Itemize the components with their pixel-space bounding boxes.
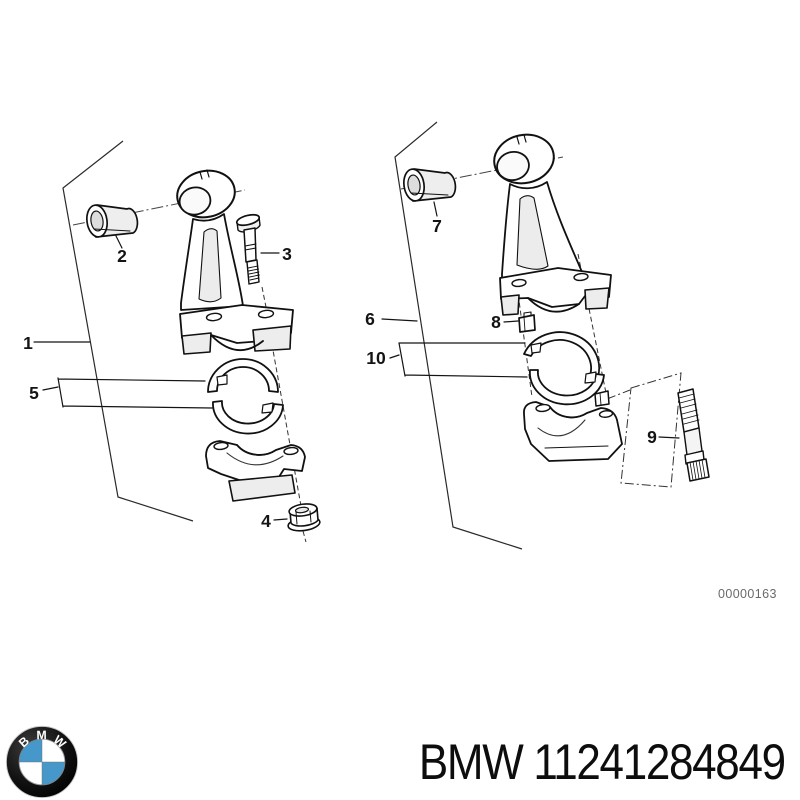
panel-frames xyxy=(62,121,523,550)
bearing-cap-left xyxy=(205,440,306,502)
callout-7: 7 xyxy=(432,216,442,236)
connecting-rod-right xyxy=(493,133,612,316)
callout-2-leader xyxy=(115,235,123,249)
callout-8-leader xyxy=(503,320,519,323)
callout-5: 5 xyxy=(29,383,39,403)
bolt-9-dashdot-box xyxy=(606,372,682,488)
callout-6: 6 xyxy=(365,309,375,329)
logo-letter-m: M xyxy=(36,728,47,742)
callout-7-leader xyxy=(433,201,438,217)
pin-bushing-part-7 xyxy=(403,168,457,202)
callout-3: 3 xyxy=(282,244,292,264)
roundel-quadrant-top-left xyxy=(18,738,43,763)
bmw-roundel-logo: B M W xyxy=(5,725,79,799)
bearing-cap-right xyxy=(523,390,623,462)
bearing-shells-part-10 xyxy=(523,331,605,406)
callout-8: 8 xyxy=(491,312,501,332)
callout-leader-lines xyxy=(33,201,680,521)
diagram-code: 00000163 xyxy=(718,587,777,601)
left-panel-frame xyxy=(62,140,194,522)
callout-4-leader xyxy=(273,518,288,521)
lock-nut-part-4 xyxy=(287,503,321,532)
callout-10: 10 xyxy=(366,348,386,368)
callout-10-leader xyxy=(389,342,528,378)
pin-bushing-part-2 xyxy=(86,204,139,238)
connecting-rod-left xyxy=(176,169,294,355)
callout-5-leader xyxy=(42,377,213,409)
part-number-text: BMW 11241284849 xyxy=(419,734,786,790)
bearing-shells-part-5 xyxy=(207,358,284,435)
callout-1: 1 xyxy=(23,333,33,353)
rod-bolt-part-9 xyxy=(677,388,710,482)
roundel-quadrant-bottom-right xyxy=(41,761,66,786)
rod-bolt-part-3 xyxy=(235,213,261,285)
callout-9: 9 xyxy=(647,427,657,447)
callout-2: 2 xyxy=(117,246,127,266)
callout-9-leader xyxy=(658,436,680,439)
right-panel-frame xyxy=(394,121,523,550)
callout-6-leader xyxy=(381,318,418,322)
square-nut-part-8 xyxy=(518,311,536,333)
callout-4: 4 xyxy=(261,511,271,531)
center-lines xyxy=(72,156,564,226)
